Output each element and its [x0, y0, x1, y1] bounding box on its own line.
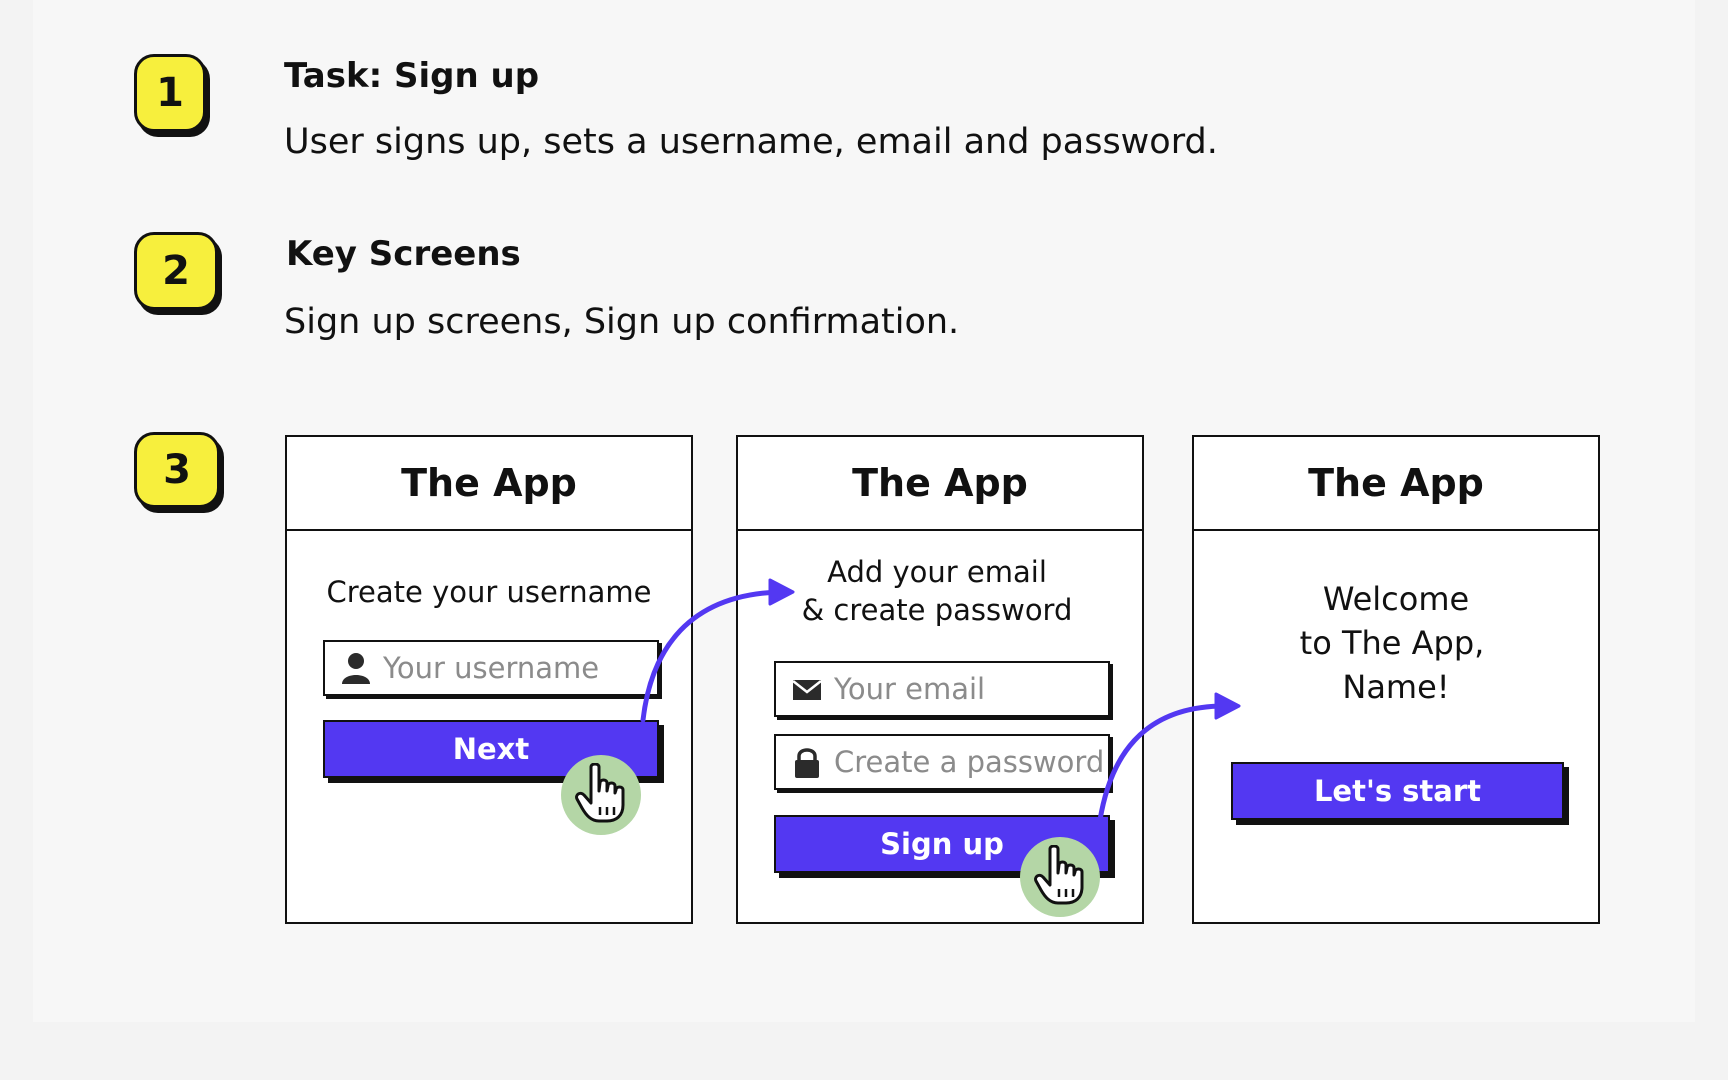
welcome-line-3: Name!	[1342, 668, 1450, 706]
step-3-badge: 3	[134, 432, 220, 508]
screen-3-divider	[1194, 529, 1598, 531]
next-tap-indicator	[561, 755, 641, 835]
welcome-line-2: to The App,	[1299, 624, 1485, 662]
screen-2-prompt-line2: & create password	[801, 593, 1073, 627]
email-placeholder: Your email	[834, 672, 986, 706]
hand-pointer-icon	[1034, 845, 1084, 905]
screen-2-divider	[738, 529, 1142, 531]
arrow-icon	[1097, 692, 1241, 823]
email-field[interactable]: Your email	[774, 661, 1110, 717]
step-2-number: 2	[162, 248, 190, 294]
step-2-description: Sign up screens, Sign up confirmation.	[284, 302, 960, 342]
password-placeholder: Create a password	[834, 745, 1105, 779]
arrow-icon	[640, 578, 795, 723]
step-3-number: 3	[163, 447, 191, 493]
screen-3-title: The App	[1308, 461, 1484, 505]
screen-email-password: The App Add your email & create password…	[736, 435, 1144, 924]
screen-1-prompt: Create your username	[326, 575, 652, 609]
username-placeholder: Your username	[383, 651, 600, 685]
screen-1-title: The App	[401, 461, 577, 505]
step-1-number: 1	[156, 70, 184, 116]
sign-up-tap-indicator	[1020, 837, 1100, 917]
step-1-description: User signs up, sets a username, email an…	[284, 122, 1218, 162]
screen-username: The App Create your username Your userna…	[285, 435, 693, 924]
step-1-title: Task: Sign up	[284, 56, 540, 96]
step-1-badge: 1	[134, 54, 206, 132]
password-field[interactable]: Create a password	[774, 734, 1110, 790]
welcome-line-1: Welcome	[1322, 580, 1470, 618]
step-2-badge: 2	[134, 232, 218, 310]
screen-2-title: The App	[852, 461, 1028, 505]
hand-pointer-icon	[575, 763, 625, 823]
user-icon	[342, 653, 370, 684]
envelope-icon	[792, 680, 822, 700]
screen-1-divider	[287, 529, 691, 531]
username-field[interactable]: Your username	[323, 640, 659, 696]
screen-welcome: The App Welcome to The App, Name! Let's …	[1192, 435, 1600, 924]
screen-2-prompt-line1: Add your email	[827, 555, 1047, 589]
lets-start-button[interactable]: Let's start	[1231, 762, 1564, 820]
sign-up-button[interactable]: Sign up	[774, 815, 1110, 873]
step-2-title: Key Screens	[286, 234, 521, 274]
lock-icon	[795, 748, 819, 778]
